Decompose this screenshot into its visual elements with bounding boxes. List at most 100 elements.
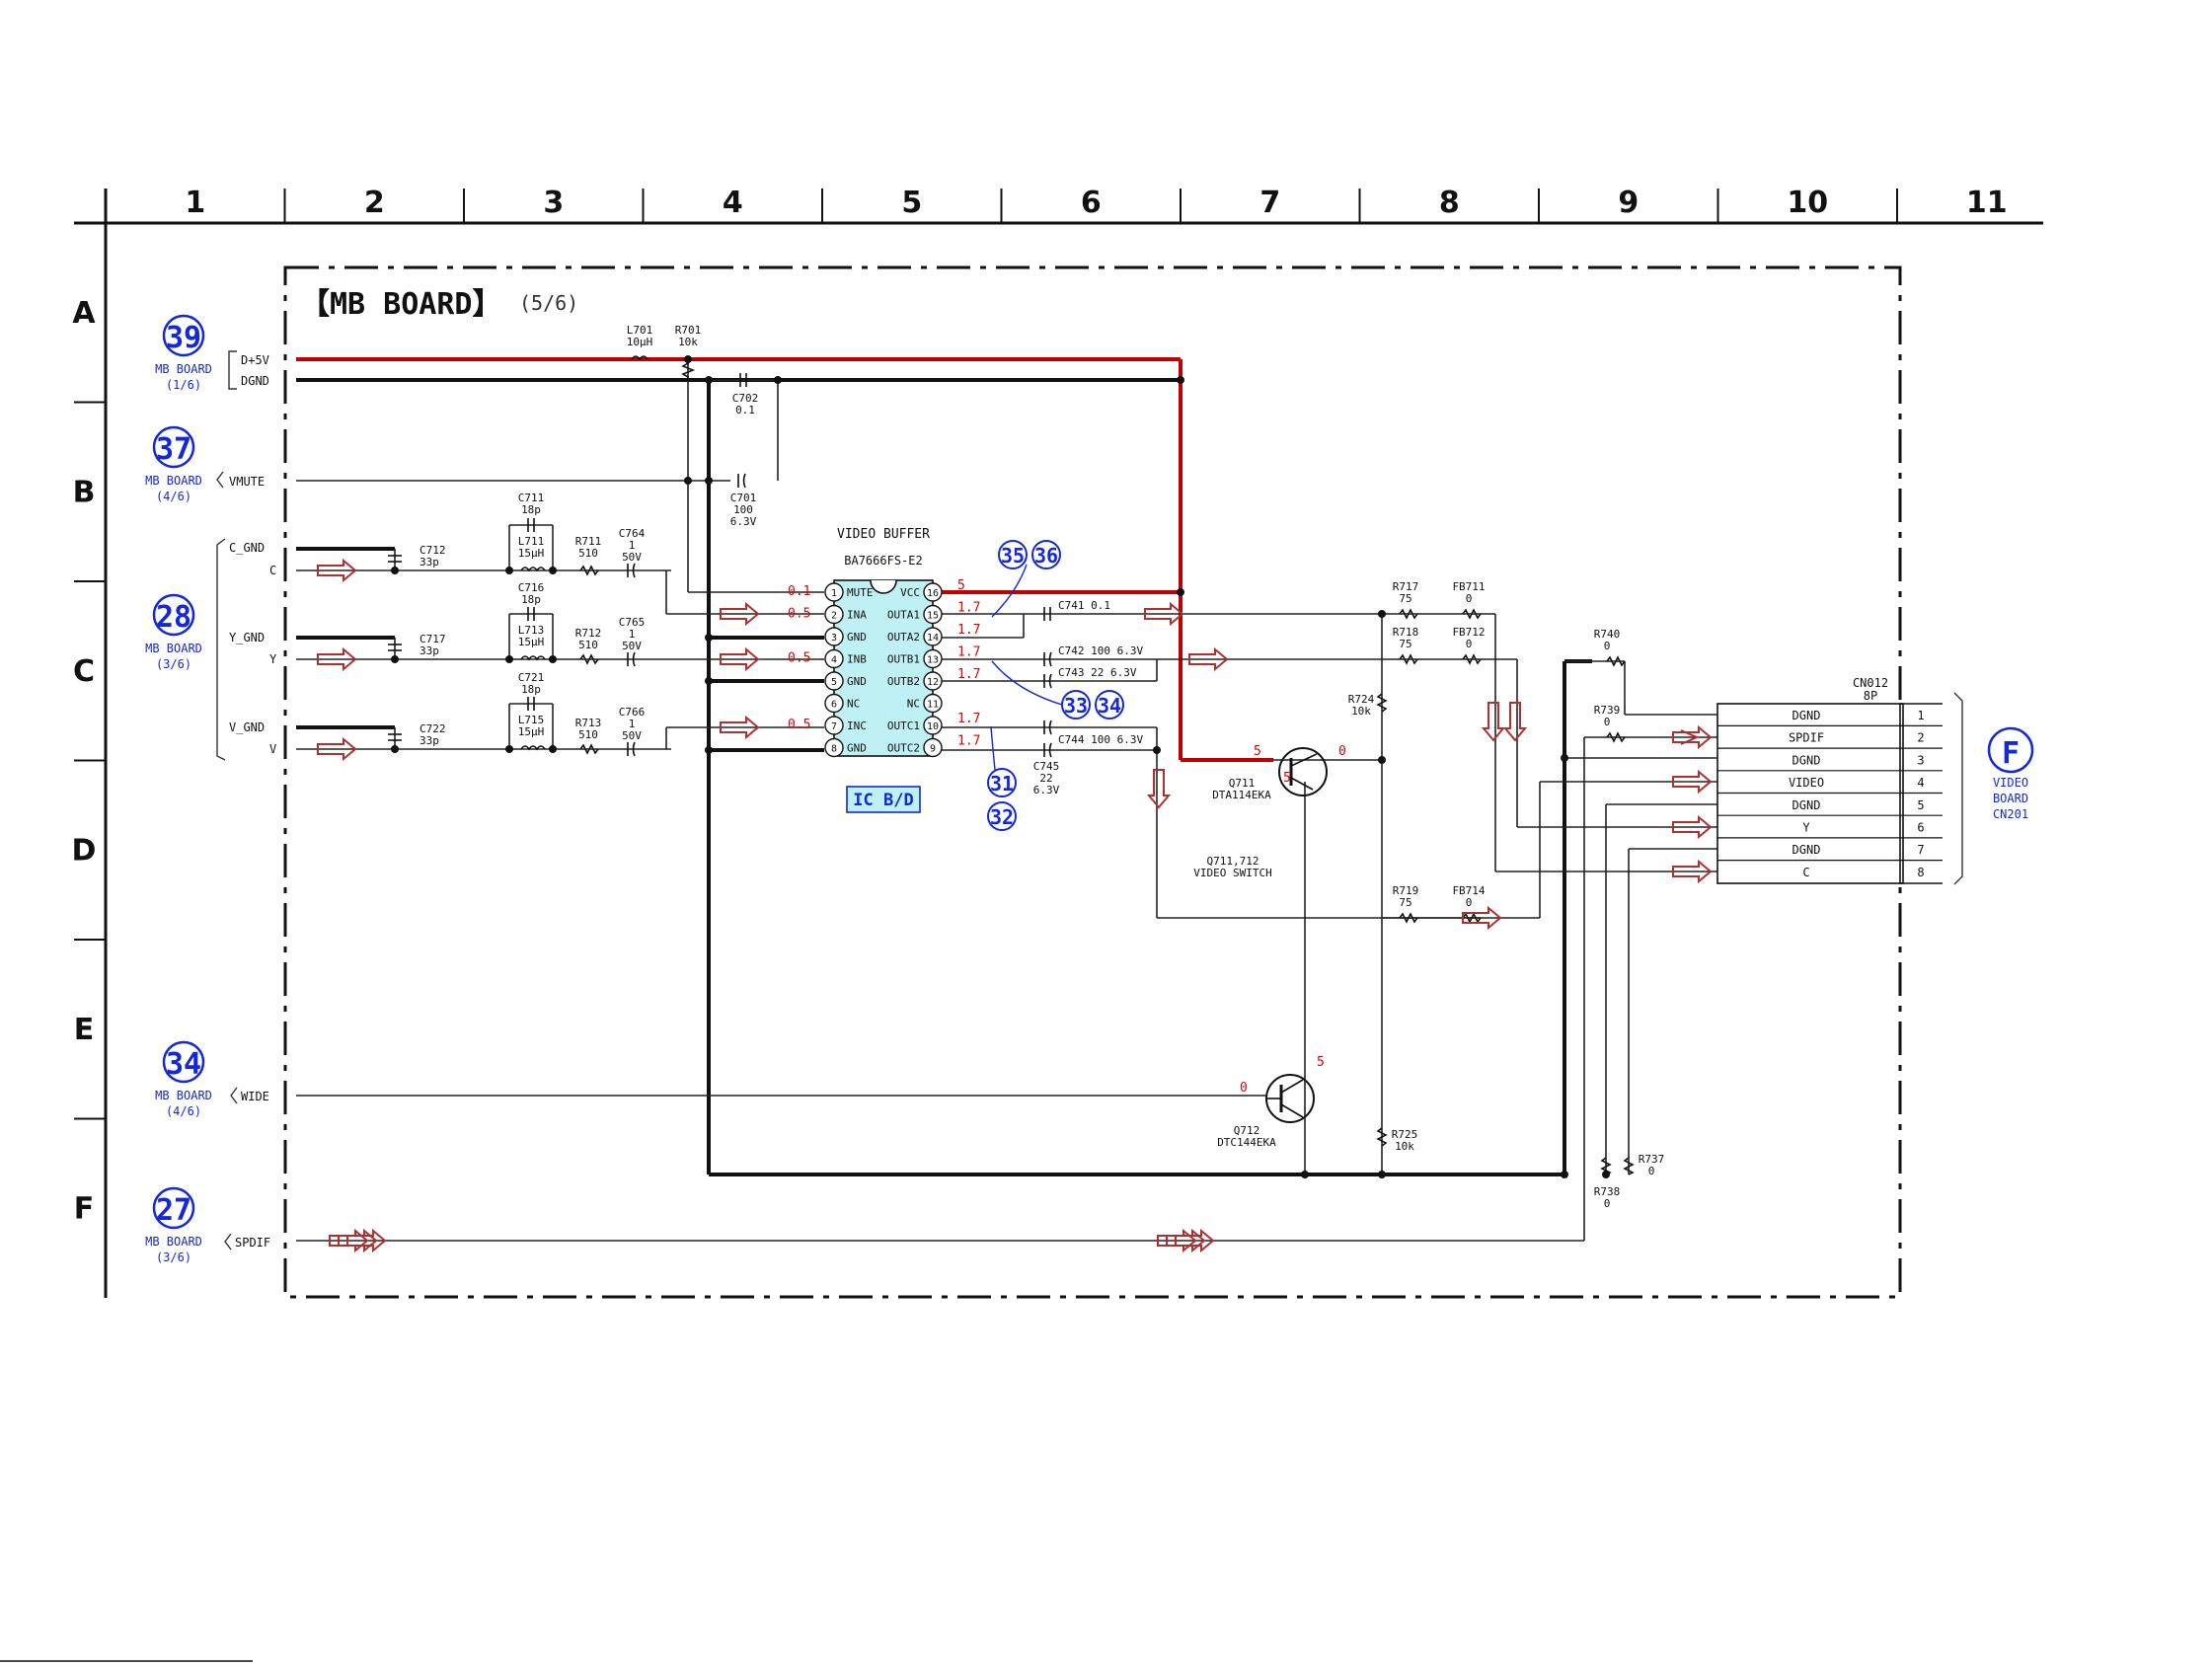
ic-pin-name: OUTA1 — [887, 609, 920, 622]
component-label: 18p — [521, 593, 541, 606]
component-label: C712 — [420, 544, 446, 557]
component-label: FB712 — [1452, 626, 1485, 639]
component-label: FB714 — [1452, 884, 1485, 897]
component-label: 0 — [1648, 1165, 1655, 1177]
component-label: 0 — [1466, 638, 1473, 650]
component-label: 0 — [1604, 716, 1611, 728]
component-label: 15μH — [518, 547, 545, 560]
cn012-pin-number: 3 — [1917, 753, 1924, 767]
component-label: 18p — [521, 503, 541, 516]
pin-label-wide: WIDE — [241, 1090, 269, 1103]
pin-label-spdif: SPDIF — [235, 1236, 270, 1250]
cn012-ref: CN012 — [1853, 676, 1888, 690]
ic-pin-number: 8 — [831, 744, 837, 755]
component-label: C764 — [619, 527, 646, 540]
ic-pin — [923, 627, 943, 646]
cn012-size: 8P — [1864, 689, 1877, 703]
connector-line1: MB BOARD — [155, 1089, 212, 1102]
board-outline — [283, 265, 1902, 1299]
cn012-pin-name: DGND — [1792, 709, 1821, 722]
component-label: 10μH — [627, 336, 653, 348]
component-label: 22 — [1039, 772, 1052, 785]
component-label: R739 — [1594, 704, 1621, 717]
signal-arrow — [317, 736, 357, 762]
grid-col-label: 1 — [185, 186, 205, 220]
signal-arrow — [1672, 724, 1713, 750]
signal-arrow — [317, 646, 357, 672]
ic-pin — [824, 604, 844, 625]
component-label: L713 — [518, 624, 545, 637]
component-label: 510 — [578, 547, 598, 560]
board-title: 【MB BOARD】 — [300, 287, 502, 322]
component-symbols — [388, 355, 1635, 1175]
ic-title: VIDEO BUFFER — [837, 527, 930, 542]
ic-pin-voltage: 0.5 — [788, 651, 810, 666]
ic-pin — [824, 582, 844, 602]
cn012-pin-name: DGND — [1792, 843, 1821, 857]
component-label: 6.3V — [1033, 784, 1060, 796]
waveform-refs: 35 36 33 34 31 32 — [987, 540, 1124, 831]
junction-dots — [391, 355, 1610, 1178]
component-label: C765 — [619, 616, 646, 629]
ic-pin — [824, 693, 844, 714]
connector-line2: BOARD — [1993, 792, 2028, 805]
ic-pin-name: VCC — [900, 586, 920, 599]
ic-pin — [923, 648, 943, 669]
cn012-pin-name: DGND — [1792, 753, 1821, 767]
component-label: R713 — [575, 717, 602, 729]
grid-row-label: F — [74, 1191, 95, 1226]
q712-transistor — [1265, 1074, 1315, 1123]
signal-arrow — [1502, 702, 1528, 742]
component-label: 33p — [420, 644, 439, 657]
component-label: R724 — [1348, 693, 1375, 706]
signal-arrow — [1462, 905, 1502, 931]
pin-label-c: C — [269, 564, 276, 577]
ic-pin-name: OUTC2 — [887, 742, 920, 755]
component-label: C711 — [518, 492, 545, 504]
pin-label-y: Y — [269, 652, 277, 666]
grid-col-label: 9 — [1618, 186, 1639, 220]
ic-pin-voltage: 0.5 — [788, 718, 810, 732]
component-label: R740 — [1594, 628, 1621, 641]
ic-pin-name: MUTE — [847, 586, 874, 599]
ic-pin-voltage: 0.5 — [788, 607, 810, 622]
signal-arrow — [1672, 859, 1713, 884]
connector-line3: CN201 — [1993, 807, 2028, 821]
component-label: 15μH — [518, 636, 545, 648]
ic-pin-number: 11 — [927, 700, 939, 711]
ic-pin — [923, 604, 943, 625]
ic-pin-voltage: 1.7 — [957, 734, 980, 749]
grid-col-label: 6 — [1081, 186, 1102, 220]
ic-part: BA7666FS-E2 — [844, 554, 922, 568]
ic-pin-voltage: 5 — [957, 578, 965, 593]
cn012-pin-number: 2 — [1917, 731, 1924, 745]
ic-pin-number: 13 — [927, 655, 939, 666]
component-label: 75 — [1399, 896, 1411, 909]
connector-line2: (4/6) — [166, 1104, 201, 1118]
ic-pin — [824, 627, 844, 646]
connector-line2: (1/6) — [166, 378, 201, 392]
grid-row-label: B — [73, 475, 96, 509]
ic-pin-voltage: 1.7 — [957, 712, 980, 726]
ic-pin-number: 5 — [831, 677, 837, 688]
cn012-pin-name: VIDEO — [1789, 776, 1824, 790]
ic-pin-name: OUTC1 — [887, 720, 920, 732]
ic-pin-name: NC — [847, 698, 860, 711]
pin-label-d5v: D+5V — [241, 353, 269, 367]
cn012-pin-name: Y — [1802, 821, 1810, 835]
component-label: L711 — [518, 535, 545, 548]
ic-pin-name: GND — [847, 742, 867, 755]
component-label: R701 — [675, 324, 702, 337]
component-label: 1 — [629, 539, 636, 552]
connector-number: 37 — [156, 432, 191, 467]
component-label: R719 — [1393, 884, 1419, 897]
connector-37: 37 MB BOARD (4/6) — [145, 425, 202, 503]
component-label: 10k — [678, 336, 698, 348]
signal-arrow — [1672, 769, 1713, 795]
pin-label-c-gnd: C_GND — [229, 541, 265, 555]
component-label: 75 — [1399, 592, 1411, 605]
waveform-ref-badge: 34 — [1098, 694, 1121, 718]
waveform-ref-badge: 36 — [1034, 544, 1058, 568]
component-label: 510 — [578, 728, 598, 741]
